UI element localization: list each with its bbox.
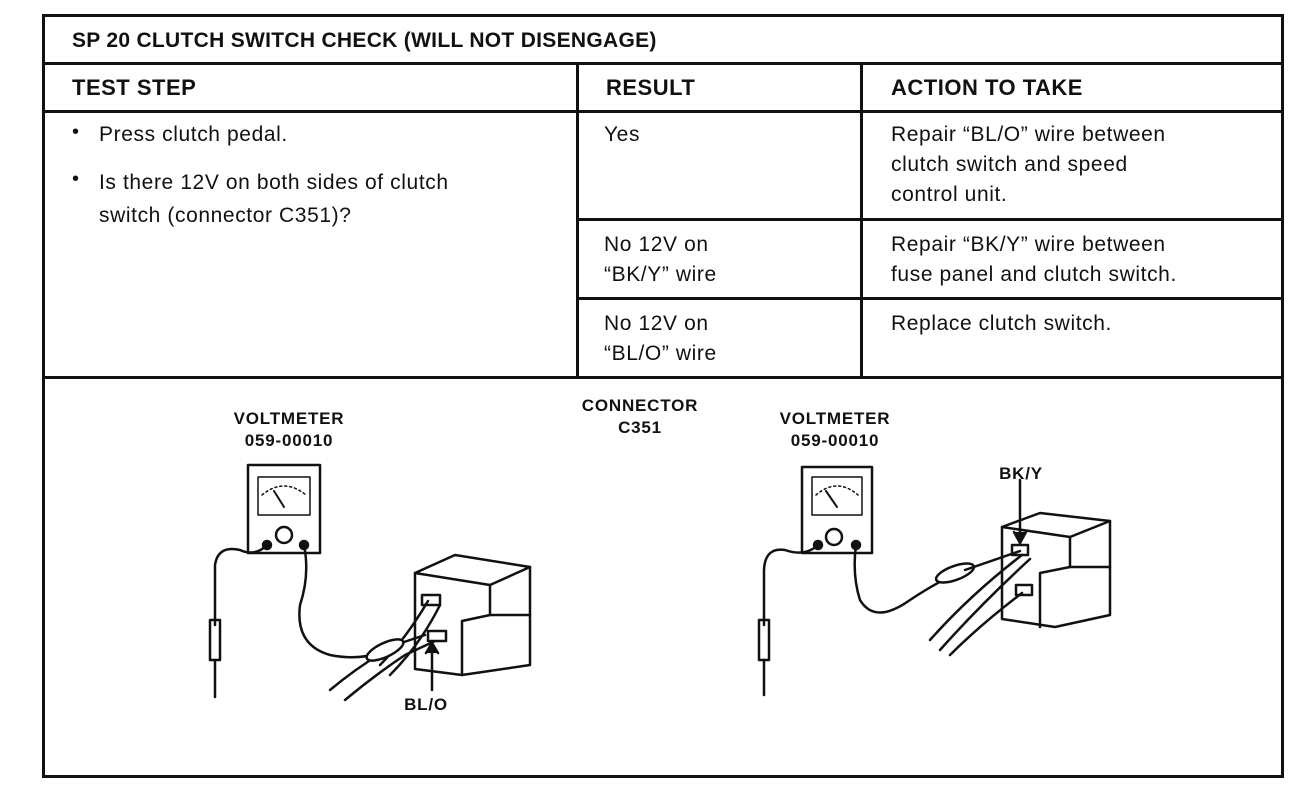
action-row-3: Replace clutch switch. [891,312,1112,335]
rule-above-figure [42,376,1284,379]
rule-row-1 [577,218,1284,221]
page-title: SP 20 CLUTCH SWITCH CHECK (WILL NOT DISE… [72,29,657,52]
header-result: RESULT [606,75,696,100]
connector-label: CONNECTOR C351 [581,396,699,437]
test-step-1: Press clutch pedal. [99,123,288,146]
result-row-3: No 12V on “BL/O” wire [604,312,717,365]
wire-label-blo: BL/O [404,695,448,714]
wire-label-bky: BK/Y [999,464,1043,483]
bullet-icon: • [72,121,80,143]
col-divider-1 [576,62,579,379]
bullet-icon: • [72,168,80,190]
action-row-2: Repair “BK/Y” wire between fuse panel an… [891,233,1177,286]
rule-under-headers [42,110,1284,113]
result-row-1: Yes [604,123,641,146]
test-step-2: Is there 12V on both sides of clutch swi… [99,171,449,227]
result-row-2: No 12V on “BK/Y” wire [604,233,717,286]
header-test-step: TEST STEP [72,75,197,100]
voltmeter-probe-illustration-right [757,465,1112,697]
col-divider-2 [860,62,863,379]
rule-row-2 [577,297,1284,300]
procedure-table-frame [42,14,1284,778]
voltmeter-right-label: VOLTMETER 059-00010 [779,409,891,450]
voltmeter-left-label: VOLTMETER 059-00010 [233,409,345,450]
voltmeter-probe-illustration-left [208,463,532,702]
action-row-1: Repair “BL/O” wire between clutch switch… [891,123,1166,206]
header-action: ACTION TO TAKE [891,75,1083,100]
rule-under-title [42,62,1284,65]
